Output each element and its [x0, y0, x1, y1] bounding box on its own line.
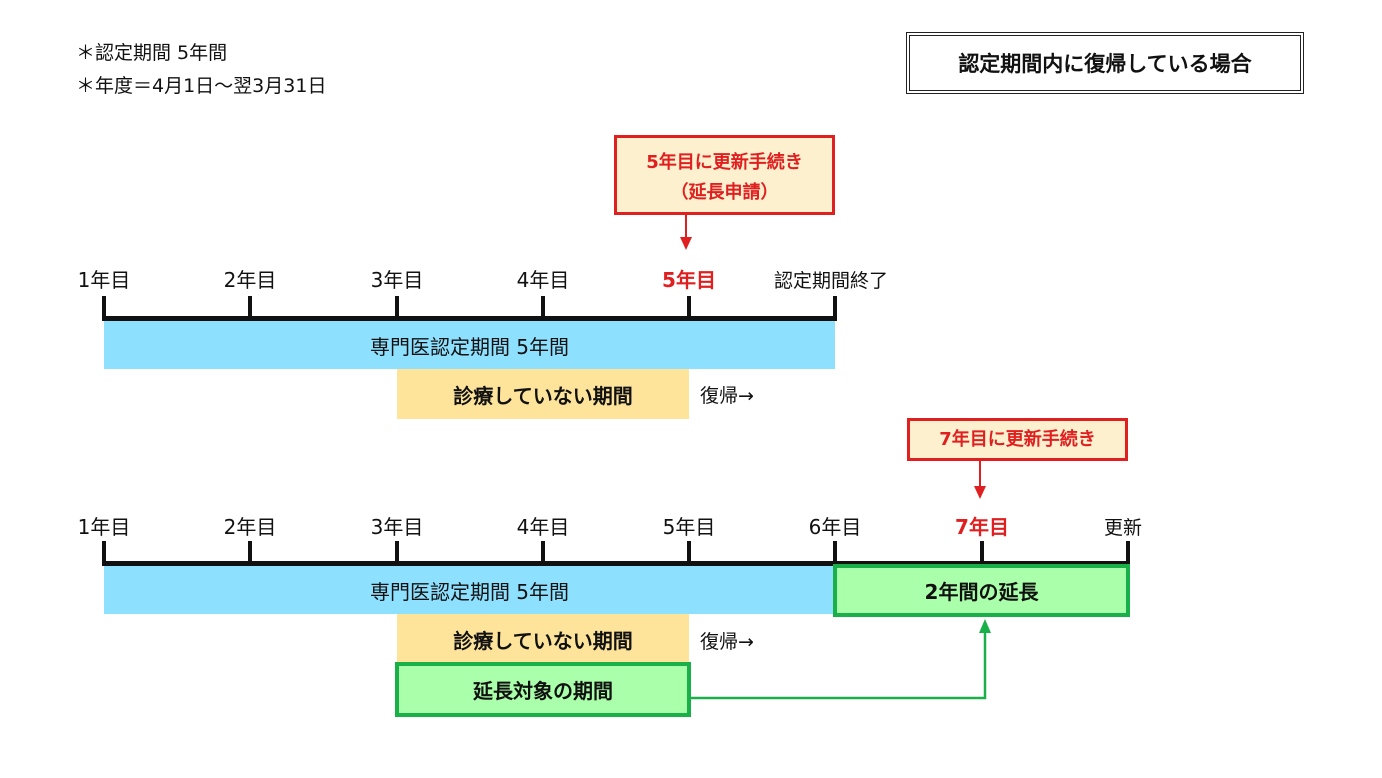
- t1-axis-line: [102, 316, 837, 321]
- t1-year-2: 2年目: [223, 268, 277, 292]
- t2-cert-period-label: 専門医認定期間 5年間: [369, 579, 570, 604]
- t1-tick: [248, 296, 252, 320]
- t1-end-label: 認定期間終了: [774, 270, 889, 292]
- t2-year-7-highlight: 7年目: [955, 515, 1009, 539]
- t2-tick: [980, 541, 984, 565]
- t1-cert-period-label: 専門医認定期間 5年間: [369, 334, 570, 359]
- t1-year-4: 4年目: [516, 268, 570, 292]
- renewal-callout-2: 7年目に更新手続き: [907, 418, 1128, 461]
- t1-no-practice-label: 診療していない期間: [453, 383, 633, 408]
- t1-return-label: 復帰→: [700, 385, 754, 407]
- t1-year-1: 1年目: [77, 268, 131, 292]
- t2-axis-line: [102, 561, 1130, 566]
- t2-tick: [1126, 541, 1130, 565]
- t2-year-1: 1年目: [77, 515, 131, 539]
- t2-extension-bar: 2年間の延長: [833, 564, 1130, 617]
- t2-tick: [248, 541, 252, 565]
- t1-tick: [541, 296, 545, 320]
- t1-tick: [102, 296, 106, 320]
- t2-extension-target-bar: 延長対象の期間: [395, 662, 691, 717]
- callout-2-arrow: [974, 461, 986, 499]
- t1-year-3: 3年目: [370, 268, 424, 292]
- note-fiscal-year: ＊年度＝4月1日～翌3月31日: [76, 75, 327, 97]
- t2-end-label: 更新: [1104, 517, 1143, 539]
- t1-tick: [395, 296, 399, 320]
- t2-tick: [687, 541, 691, 565]
- t2-tick: [102, 541, 106, 565]
- t2-year-6: 6年目: [808, 515, 862, 539]
- t1-cert-period-bar: 専門医認定期間 5年間: [104, 321, 835, 369]
- t2-tick: [541, 541, 545, 565]
- t2-year-3: 3年目: [370, 515, 424, 539]
- t2-year-4: 4年目: [516, 515, 570, 539]
- t2-no-practice-bar: 診療していない期間: [397, 614, 689, 664]
- t2-return-label: 復帰→: [700, 631, 754, 653]
- callout-1-arrow: [680, 215, 692, 250]
- diagram-title: 認定期間内に復帰している場合: [906, 32, 1304, 94]
- t2-tick: [395, 541, 399, 565]
- t2-year-2: 2年目: [223, 515, 277, 539]
- t1-tick: [687, 296, 691, 320]
- t2-tick: [833, 541, 837, 565]
- callout-1-line2: （延長申請）: [670, 182, 779, 203]
- t2-extension-label: 2年間の延長: [924, 580, 1039, 604]
- t2-no-practice-label: 診療していない期間: [453, 628, 633, 653]
- t2-extension-target-label: 延長対象の期間: [473, 679, 613, 703]
- t1-year-5-highlight: 5年目: [662, 268, 716, 292]
- callout-1-line1: 5年目に更新手続き: [646, 152, 803, 173]
- renewal-callout-1: 5年目に更新手続き （延長申請）: [614, 135, 835, 215]
- note-cert-period: ＊認定期間 5年間: [76, 42, 228, 64]
- t1-tick: [833, 296, 837, 320]
- extension-connector-arrow: [691, 619, 991, 700]
- t2-cert-period-bar: 専門医認定期間 5年間: [104, 566, 835, 614]
- t2-year-5: 5年目: [662, 515, 716, 539]
- t1-no-practice-bar: 診療していない期間: [397, 369, 689, 419]
